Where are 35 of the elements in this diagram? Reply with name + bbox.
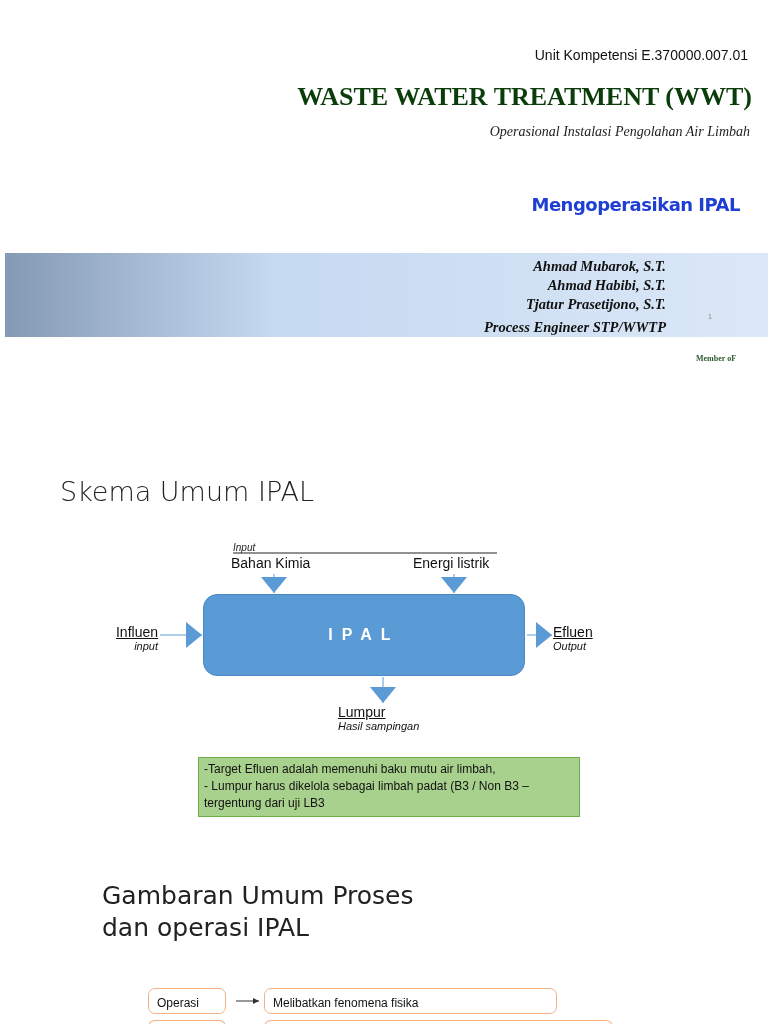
box-label: Melibatkan fenomena fisika	[273, 996, 419, 1010]
arrow	[526, 622, 553, 648]
author-role: Process Engineer STP/WWTP	[483, 319, 666, 336]
input-label: Bahan Kimia	[231, 555, 312, 571]
section-heading: Mengoperasikan IPAL	[531, 194, 740, 215]
arrow	[441, 573, 467, 594]
arrow	[159, 622, 203, 648]
flow-sublabel: Output	[553, 640, 588, 652]
flow-label: Efluen	[553, 624, 594, 640]
flow-sublabel: input	[133, 640, 158, 652]
subtitle: Operasional Instalasi Pengolahan Air Limbah	[489, 124, 750, 140]
page-title: WASTE WATER TREATMENT (WWT)	[297, 82, 752, 112]
author-name: Ahmad Mubarok, S.T.	[533, 258, 666, 275]
process-box	[203, 594, 525, 676]
flow-label: Influen	[114, 624, 158, 640]
flow-sublabel: Hasil sampingan	[338, 720, 421, 732]
note-text: - Lumpur harus dikelola sebagai limbah padat (B3 / Non B3 – tergentung dari uji LB3	[204, 778, 530, 812]
group-label: Input	[233, 542, 256, 553]
author-name: Ahmad Habibi, S.T.	[547, 277, 666, 294]
box-label: IPAL	[328, 626, 400, 644]
author-name: Tjatur Prasetijono, S.T.	[525, 296, 666, 313]
unit-code: Unit Kompetensi E.370000.007.01	[534, 47, 748, 63]
note-text: -Target Efluen adalah memenuhi baku mutu air limbah,	[204, 761, 497, 778]
box-label: Operasi	[157, 996, 200, 1010]
arrow	[370, 676, 396, 704]
arrow	[261, 573, 287, 594]
rounded-box	[264, 988, 557, 1014]
flow-label: Lumpur	[338, 704, 387, 720]
arrow	[235, 998, 260, 1004]
slide-heading: Skema Umum IPAL	[60, 476, 314, 507]
rounded-box	[148, 988, 226, 1014]
slide-heading: Gambaran Umum Proses dan operasi IPAL	[102, 880, 415, 944]
member-note: Member oF	[696, 354, 737, 363]
input-label: Energi listrik	[413, 555, 491, 571]
note-box	[198, 757, 580, 817]
